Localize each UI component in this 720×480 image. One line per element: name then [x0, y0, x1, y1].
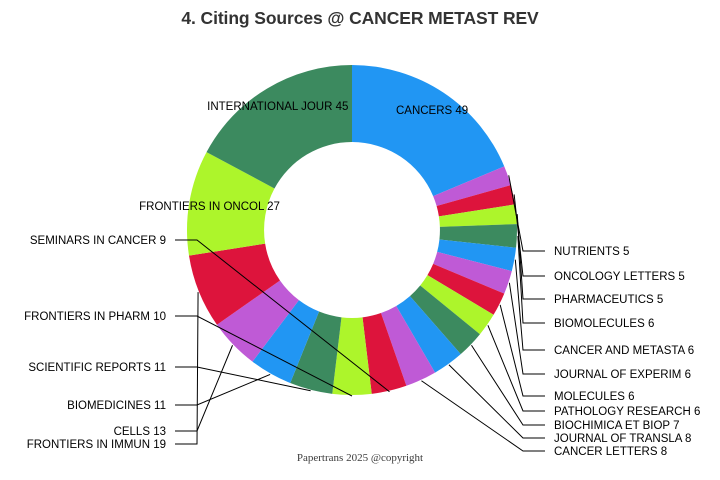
pie-slice[interactable]	[290, 311, 342, 394]
pie-slice[interactable]	[332, 317, 372, 396]
slice-label: BIOCHIMICA ET BIOP 7	[554, 420, 679, 432]
pie-slice[interactable]	[433, 251, 512, 294]
slice-label: PATHOLOGY RESEARCH 6	[554, 406, 700, 418]
pie-slice[interactable]	[409, 285, 480, 355]
pie-slice[interactable]	[352, 65, 505, 197]
slice-label: SCIENTIFIC REPORTS 11	[28, 362, 166, 374]
leader-line	[175, 366, 311, 392]
leader-line	[516, 214, 545, 300]
slice-label: INTERNATIONAL JOUR 45	[207, 101, 348, 113]
pie-slice[interactable]	[380, 305, 436, 386]
pie-slice[interactable]	[436, 185, 515, 217]
slice-label: FRONTIERS IN PHARM 10	[24, 311, 166, 323]
slice-label: FRONTIERS IN ONCOL 27	[139, 201, 280, 213]
slice-label: ONCOLOGY LETTERS 5	[554, 271, 685, 283]
slice-label: NUTRIENTS 5	[554, 246, 629, 258]
leader-line	[508, 282, 545, 375]
slice-label: CANCER AND METASTA 6	[554, 345, 694, 357]
pie-slice[interactable]	[206, 65, 352, 189]
leader-line	[508, 175, 545, 252]
slice-label: MOLECULES 6	[554, 391, 635, 403]
pie-slice[interactable]	[438, 204, 517, 227]
slice-label: CANCER LETTERS 8	[554, 446, 667, 458]
pie-slice[interactable]	[437, 239, 517, 272]
slice-label: PHARMACEUTICS 5	[554, 294, 663, 306]
leader-line	[517, 235, 545, 324]
pie-slice[interactable]	[187, 152, 275, 256]
leader-line	[175, 345, 233, 432]
page-title: 4. Citing Sources @ CANCER METAST REV	[181, 8, 539, 28]
pie-slice[interactable]	[362, 313, 407, 394]
slices-group	[187, 65, 517, 396]
pie-slice[interactable]	[427, 263, 505, 315]
leader-line	[175, 239, 390, 393]
leader-line	[421, 380, 545, 452]
leader-line	[175, 292, 199, 445]
slice-label: JOURNAL OF EXPERIM 6	[554, 369, 691, 381]
slice-label: BIOMEDICINES 11	[67, 400, 166, 412]
pie-slice[interactable]	[252, 300, 320, 384]
slice-label: JOURNAL OF TRANSLA 8	[554, 433, 691, 445]
pie-slice[interactable]	[396, 296, 461, 373]
leader-lines-group	[175, 175, 545, 452]
leader-line	[175, 315, 353, 397]
pie-slice[interactable]	[439, 224, 517, 248]
copyright-footer: Papertrans 2025 @copyright	[296, 452, 424, 464]
leader-line	[471, 344, 545, 426]
leader-line	[514, 259, 545, 351]
slice-label: FRONTIERS IN IMMUN 19	[27, 439, 166, 451]
slice-label: CANCERS 49	[396, 105, 468, 117]
slice-label: CELLS 13	[114, 426, 166, 438]
slice-label: BIOMOLECULES 6	[554, 318, 654, 330]
slice-label: SEMINARS IN CANCER 9	[30, 235, 166, 247]
pie-slice[interactable]	[216, 280, 299, 362]
slice-labels-group: NUTRIENTS 5 ONCOLOGY LETTERS 5 PHARMACEUTI…	[24, 101, 700, 458]
leader-line	[487, 325, 545, 412]
pie-slice[interactable]	[420, 275, 494, 335]
pie-slice[interactable]	[189, 243, 280, 325]
leader-line	[513, 194, 545, 277]
leader-line	[499, 304, 545, 397]
leader-line	[448, 364, 545, 439]
pie-slice[interactable]	[433, 166, 511, 207]
